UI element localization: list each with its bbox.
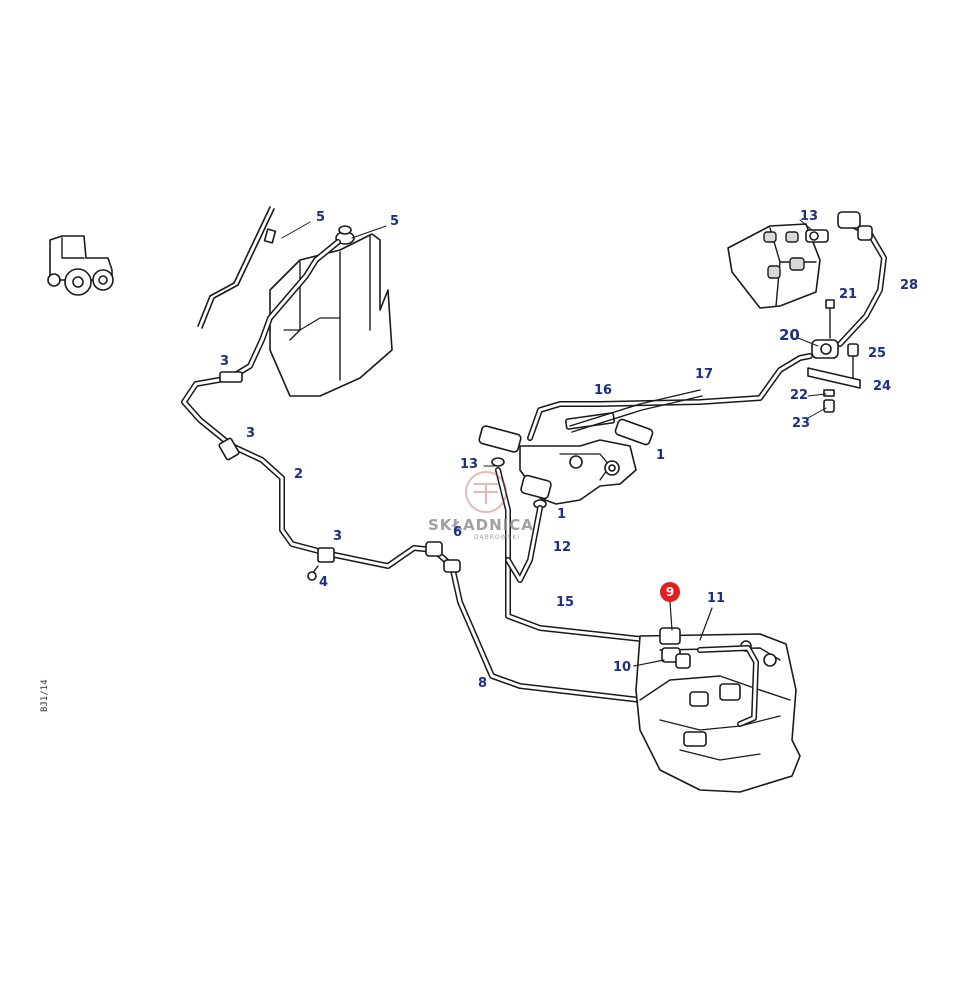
callout-16: 16 [594,383,613,398]
transmission-housing [635,633,801,793]
callout-3-c: 3 [333,529,343,544]
tractor-icon [47,235,114,296]
control-rod [197,206,277,329]
leader-lines [281,219,827,467]
callout-25: 25 [868,346,887,361]
callout-2: 2 [294,467,304,482]
callout-3-b: 3 [246,426,256,441]
callout-10: 10 [613,660,632,675]
callout-1-a: 1 [656,448,666,463]
callout-12: 12 [553,540,572,555]
fitting-group [633,601,713,669]
callout-13-b: 13 [460,457,479,472]
callout-15: 15 [556,595,575,610]
callout-28: 28 [900,278,919,293]
watermark-subtitle: DĄBROWSKI [474,534,521,541]
callout-9-highlighted[interactable]: 9 [660,582,680,602]
watermark-logo-icon [465,471,507,513]
watermark-title: SKŁADNICA [428,516,534,534]
callout-5-b: 5 [390,214,400,229]
valve-block [478,412,654,509]
bracket-assembly [807,299,861,413]
callout-20: 20 [779,326,800,344]
pump-unit [727,223,829,309]
callout-23: 23 [792,416,811,431]
pipe-17 [527,353,813,441]
side-reference-code: BJ1/14 [40,679,50,712]
callout-8: 8 [478,676,488,691]
callout-11: 11 [707,591,726,606]
callout-21: 21 [839,287,858,302]
callout-5-a: 5 [316,210,326,225]
callout-4: 4 [319,575,329,590]
callout-13-a: 13 [800,209,819,224]
callout-1-b: 1 [557,507,567,522]
callout-22: 22 [790,388,809,403]
callout-17: 17 [695,367,714,382]
pipe-28 [837,211,887,347]
pipe-left [181,239,437,581]
callout-6: 6 [453,525,463,540]
callout-3-a: 3 [220,354,230,369]
callout-24: 24 [873,379,892,394]
